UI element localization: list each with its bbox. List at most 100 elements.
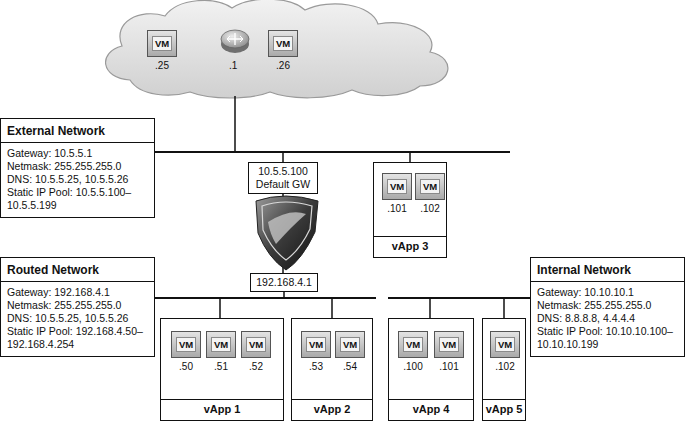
vm-icon: VM	[147, 30, 177, 57]
ip-suffix: .51	[206, 361, 236, 373]
vapp-container: vApp 2 VM .53 VM .54	[291, 318, 373, 421]
vm-label-plate: VM	[387, 179, 407, 194]
ip-suffix: .54	[335, 361, 365, 373]
vm-box: VM .100	[398, 331, 428, 373]
network-info-box: Internal NetworkGateway: 10.10.10.1Netma…	[530, 257, 685, 357]
vm-label-plate: VM	[340, 337, 360, 352]
network-title: Internal Network	[531, 258, 684, 282]
address-box: 192.168.4.1	[250, 273, 318, 292]
network-settings: Gateway: 10.10.10.1Netmask: 255.255.255.…	[531, 282, 684, 356]
vm-icon: VM	[434, 331, 464, 358]
vapp-container: vApp 3 VM .101 VM .102	[373, 162, 447, 258]
ip-suffix: .52	[241, 361, 271, 373]
cloud	[106, 0, 448, 98]
vm-icon: VM	[415, 173, 445, 200]
vapp-label: vApp 2	[292, 399, 372, 420]
vm-box: VM .101	[434, 331, 464, 373]
network-wires	[155, 96, 530, 330]
firewall-shield	[256, 196, 318, 270]
vm-label-plate: VM	[306, 337, 326, 352]
network-setting: DNS: 8.8.8.8, 4.4.4.4	[537, 312, 678, 325]
vapp-label: vApp 3	[374, 236, 446, 257]
ip-suffix: .25	[147, 60, 177, 72]
vm-label-plate: VM	[403, 337, 423, 352]
vm-box: VM.26	[268, 30, 298, 72]
vm-label: VM	[498, 339, 512, 350]
network-setting: Gateway: 10.5.5.1	[7, 147, 148, 160]
vm-label: VM	[276, 38, 290, 49]
network-setting: Netmask: 255.255.255.0	[7, 160, 148, 173]
vm-label-plate: VM	[273, 36, 293, 51]
vm-box: VM .101	[382, 173, 412, 215]
vm-label: VM	[179, 339, 193, 350]
ip-suffix: .50	[171, 361, 201, 373]
vm-label: VM	[423, 181, 437, 192]
network-settings: Gateway: 192.168.4.1Netmask: 255.255.255…	[1, 282, 154, 356]
network-setting: Gateway: 10.10.10.1	[537, 286, 678, 299]
vm-label: VM	[406, 339, 420, 350]
ip-suffix: .1	[229, 60, 237, 72]
vapp-label: vApp 1	[161, 399, 283, 420]
ip-suffix: .102	[415, 203, 445, 215]
network-setting: Netmask: 255.255.255.0	[7, 299, 148, 312]
vapp-label: vApp 5	[483, 399, 525, 420]
network-info-box: Routed NetworkGateway: 192.168.4.1Netmas…	[0, 257, 155, 357]
address-text: Default GW	[252, 178, 314, 191]
ip-suffix: .53	[301, 361, 331, 373]
network-setting: Static IP Pool: 192.168.4.50– 192.168.4.…	[7, 325, 148, 351]
vm-box: VM .50	[171, 331, 201, 373]
network-setting: DNS: 10.5.5.25, 10.5.5.26	[7, 312, 148, 325]
vm-label: VM	[214, 339, 228, 350]
vm-icon: VM	[241, 331, 271, 358]
vm-icon: VM	[268, 30, 298, 57]
network-setting: Netmask: 255.255.255.0	[537, 299, 678, 312]
vm-box: VM .102	[490, 331, 520, 373]
vm-box: VM .53	[301, 331, 331, 373]
network-title: External Network	[1, 119, 154, 143]
vapp-container: vApp 1 VM .50 VM .51 VM .52	[160, 318, 284, 421]
vm-label: VM	[249, 339, 263, 350]
vm-label-plate: VM	[495, 337, 515, 352]
vm-label: VM	[343, 339, 357, 350]
vm-label-plate: VM	[439, 337, 459, 352]
ip-suffix: .100	[398, 361, 428, 373]
network-setting: Static IP Pool: 10.10.10.100– 10.10.10.1…	[537, 325, 678, 351]
vm-box: VM .102	[415, 173, 445, 215]
vapp-container: vApp 5 VM .102	[482, 318, 526, 421]
vm-icon: VM	[171, 331, 201, 358]
vm-icon: VM	[398, 331, 428, 358]
vm-box: VM .54	[335, 331, 365, 373]
vm-box: VM .51	[206, 331, 236, 373]
vm-label-plate: VM	[246, 337, 266, 352]
vm-box: VM .52	[241, 331, 271, 373]
vm-icon: VM	[301, 331, 331, 358]
network-setting: Gateway: 192.168.4.1	[7, 286, 148, 299]
network-title: Routed Network	[1, 258, 154, 282]
vm-label-plate: VM	[420, 179, 440, 194]
vm-label: VM	[390, 181, 404, 192]
router-icon	[221, 30, 249, 53]
ip-suffix: .101	[382, 203, 412, 215]
vm-icon: VM	[206, 331, 236, 358]
ip-suffix: .101	[434, 361, 464, 373]
address-text: 10.5.5.100	[252, 165, 314, 178]
network-info-box: External NetworkGateway: 10.5.5.1Netmask…	[0, 118, 155, 218]
vm-label: VM	[442, 339, 456, 350]
vm-label-plate: VM	[211, 337, 231, 352]
network-setting: DNS: 10.5.5.25, 10.5.5.26	[7, 173, 148, 186]
vm-label: VM	[155, 38, 169, 49]
address-text: 192.168.4.1	[254, 276, 314, 289]
vm-label-plate: VM	[152, 36, 172, 51]
vapp-container: vApp 4 VM .100 VM .101	[388, 318, 474, 421]
vm-icon: VM	[382, 173, 412, 200]
network-settings: Gateway: 10.5.5.1Netmask: 255.255.255.0D…	[1, 143, 154, 217]
vm-label: VM	[309, 339, 323, 350]
vm-box: VM .25	[147, 30, 177, 72]
vm-label-plate: VM	[176, 337, 196, 352]
ip-suffix: .102	[490, 361, 520, 373]
vm-icon: VM	[335, 331, 365, 358]
vapp-label: vApp 4	[389, 399, 473, 420]
vm-icon: VM	[490, 331, 520, 358]
network-setting: Static IP Pool: 10.5.5.100– 10.5.5.199	[7, 186, 148, 212]
address-box: 10.5.5.100Default GW	[248, 162, 318, 194]
